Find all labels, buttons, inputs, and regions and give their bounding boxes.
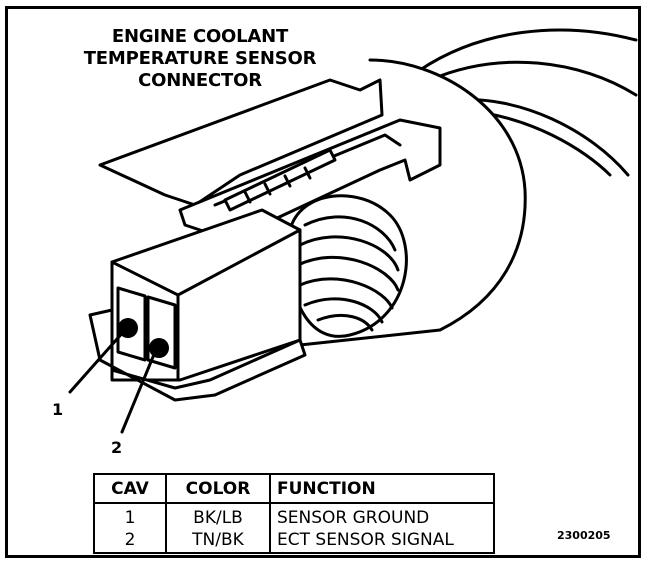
cell-cav: 2	[124, 530, 136, 550]
terminal-2	[149, 338, 169, 358]
callout-leader-1	[68, 328, 127, 394]
cell-color: BK/LB	[165, 503, 270, 530]
callout-leader-2	[120, 350, 157, 434]
figure-frame	[5, 6, 641, 558]
title-line-3: CONNECTOR	[138, 70, 262, 91]
cell-cav: 1	[124, 508, 136, 528]
cell-function: SENSOR GROUND	[269, 503, 494, 530]
cell-color: TN/BK	[165, 530, 270, 553]
table-header-row: CAV COLOR FUNCTION	[94, 474, 494, 504]
callout-label-2: 2	[111, 438, 123, 457]
header-color: COLOR	[165, 474, 270, 504]
diagram-title: ENGINE COOLANT TEMPERATURE SENSOR CONNEC…	[60, 26, 340, 92]
title-line-1: ENGINE COOLANT	[111, 26, 289, 47]
wire	[428, 60, 638, 97]
title-line-2: TEMPERATURE SENSOR	[83, 48, 317, 69]
terminal-1	[118, 318, 138, 338]
wire	[418, 28, 638, 72]
connector-flange	[88, 308, 307, 402]
header-cav: CAV	[94, 474, 166, 504]
cavity-table: CAV COLOR FUNCTION 1 BK/LB SENSOR GROUND…	[93, 473, 495, 554]
figure-code: 2300205	[557, 529, 611, 542]
callout-label-1: 1	[52, 400, 64, 419]
cell-function: ECT SENSOR SIGNAL	[269, 530, 494, 553]
lock-slots	[223, 148, 337, 212]
latch-arm	[98, 78, 384, 207]
table-row: 1 BK/LB SENSOR GROUND	[94, 503, 494, 530]
header-function: FUNCTION	[269, 474, 494, 504]
table-row: 2 TN/BK ECT SENSOR SIGNAL	[94, 530, 494, 553]
